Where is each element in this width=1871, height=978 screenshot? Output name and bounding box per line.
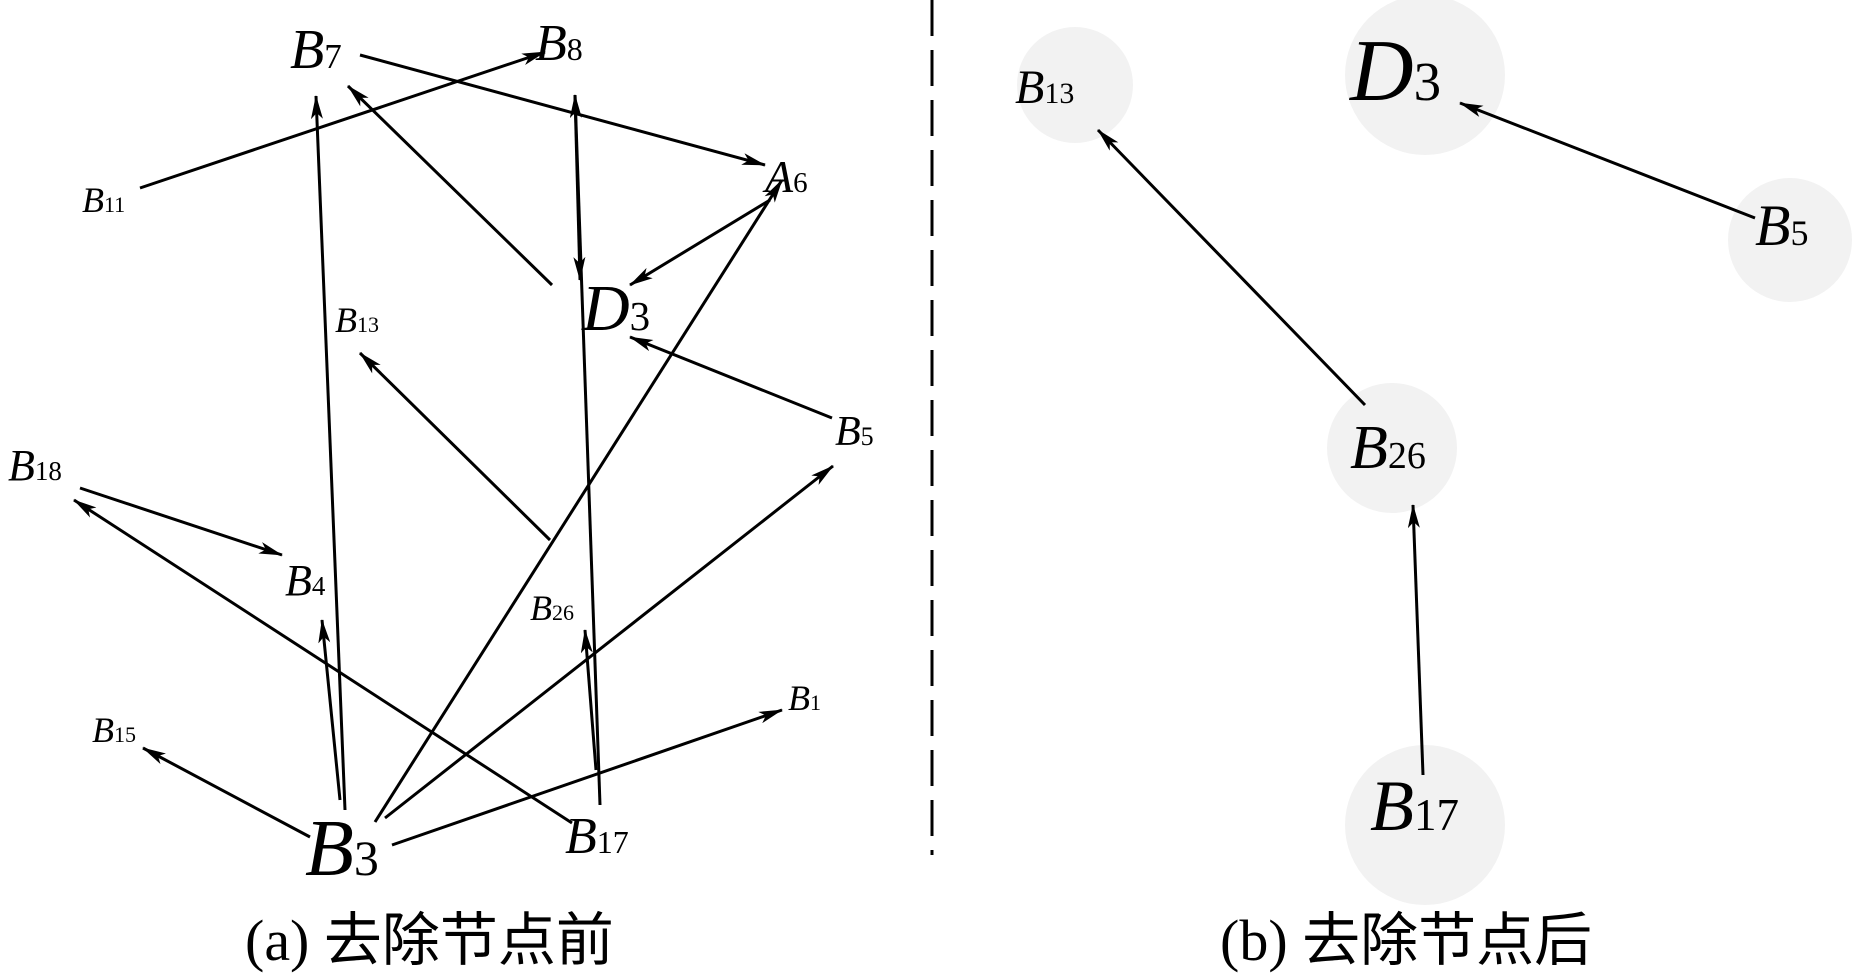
edge-b3-to-b15 (142, 746, 311, 839)
node-base-letter: B (835, 409, 861, 455)
panel-a-node-b4: B4 (285, 556, 326, 605)
node-base-letter: D (1349, 23, 1414, 120)
edge-b3-to-a6 (373, 179, 784, 823)
node-subscript: 17 (1414, 790, 1459, 840)
node-base-letter: B (1015, 61, 1044, 114)
node-base-letter: B (290, 19, 324, 81)
panel-a-node-b3: B3 (305, 805, 379, 893)
node-subscript: 15 (114, 722, 136, 747)
edge-b3-to-b4 (318, 619, 342, 801)
node-halo (1345, 745, 1505, 905)
panel-a-caption: (a) 去除节点前 (245, 908, 614, 973)
node-subscript: 13 (357, 312, 379, 337)
node-base-letter: B (305, 805, 354, 893)
edge-b5-to-d3 (1459, 101, 1756, 220)
node-base-letter: B (1755, 193, 1790, 258)
node-subscript: 3 (354, 830, 379, 886)
edge-b17-to-b26 (1407, 504, 1425, 776)
node-base-letter: B (335, 300, 357, 340)
node-base-letter: D (581, 272, 630, 345)
node-base-letter: B (1350, 414, 1388, 482)
panel-b-node-b13: B13 (1015, 61, 1074, 114)
edge-b17-to-b26 (580, 629, 598, 771)
panel-a-node-b17: B17 (565, 808, 629, 865)
panel-a-node-a6: A6 (762, 151, 808, 202)
panel-b-caption: (b) 去除节点后 (1220, 908, 1592, 973)
node-base-letter: B (285, 556, 312, 605)
node-subscript: 3 (630, 293, 651, 339)
node-subscript: 11 (104, 192, 125, 217)
node-subscript: 1 (810, 690, 821, 715)
node-base-letter: B (1370, 766, 1414, 846)
node-subscript: 8 (567, 31, 583, 67)
edge-b3-to-b1 (391, 708, 783, 847)
node-base-letter: B (788, 678, 810, 718)
node-base-letter: A (762, 151, 794, 202)
panel-a-node-b1: B1 (788, 678, 821, 718)
edge-b7-to-a6 (359, 53, 766, 167)
panel-b-node-b17: B17 (1370, 766, 1459, 846)
panel-a-node-b13: B13 (335, 300, 379, 340)
node-subscript: 6 (793, 167, 808, 199)
edge-b17-to-b18 (73, 498, 573, 825)
edge-b17-to-b8 (569, 94, 602, 806)
node-base-letter: B (565, 808, 597, 865)
panel-a-node-b7: B7 (290, 19, 342, 81)
panel-a-node-b15: B15 (92, 710, 136, 750)
panel-a-node-b26: B26 (530, 588, 574, 628)
edge-b3-to-b7 (310, 95, 347, 811)
panel-a-node-b5: B5 (835, 409, 874, 455)
node-subscript: 4 (312, 571, 326, 601)
node-subscript: 26 (1388, 435, 1426, 477)
panel-a-node-b18: B18 (8, 441, 62, 490)
panel-b-node-b5: B5 (1755, 193, 1808, 258)
node-subscript: 5 (861, 422, 874, 451)
node-subscript: 13 (1044, 77, 1074, 110)
node-halo (1017, 27, 1133, 143)
node-base-letter: B (530, 588, 552, 628)
node-subscript: 7 (324, 37, 342, 76)
node-halo (1728, 178, 1852, 302)
node-base-letter: B (8, 441, 35, 490)
edge-b26-to-b13 (358, 351, 552, 542)
panel-a-node-b8: B8 (535, 15, 583, 72)
edge-b5-to-d3 (629, 335, 833, 420)
edge-b26-to-b13 (1096, 128, 1367, 407)
node-subscript: 5 (1790, 213, 1808, 253)
edge-b11-to-b8 (139, 50, 546, 190)
panel-a-node-d3: D3 (581, 272, 650, 345)
node-base-letter: B (82, 180, 104, 220)
node-subscript: 17 (597, 824, 629, 860)
panel-b-node-b26: B26 (1350, 414, 1426, 482)
panel-b-node-d3: D3 (1349, 23, 1441, 120)
node-subscript: 3 (1414, 51, 1442, 112)
node-subscript: 18 (35, 456, 62, 486)
node-halo (1327, 383, 1457, 513)
edge-d3-to-b7 (346, 84, 554, 287)
node-subscript: 26 (552, 600, 574, 625)
edge-b3-to-b5 (384, 464, 834, 820)
edge-b18-to-b4 (79, 486, 283, 557)
node-base-letter: B (535, 15, 567, 72)
node-base-letter: B (92, 710, 114, 750)
panel-a-node-b11: B11 (82, 180, 125, 220)
edge-a6-to-d3 (629, 198, 771, 287)
